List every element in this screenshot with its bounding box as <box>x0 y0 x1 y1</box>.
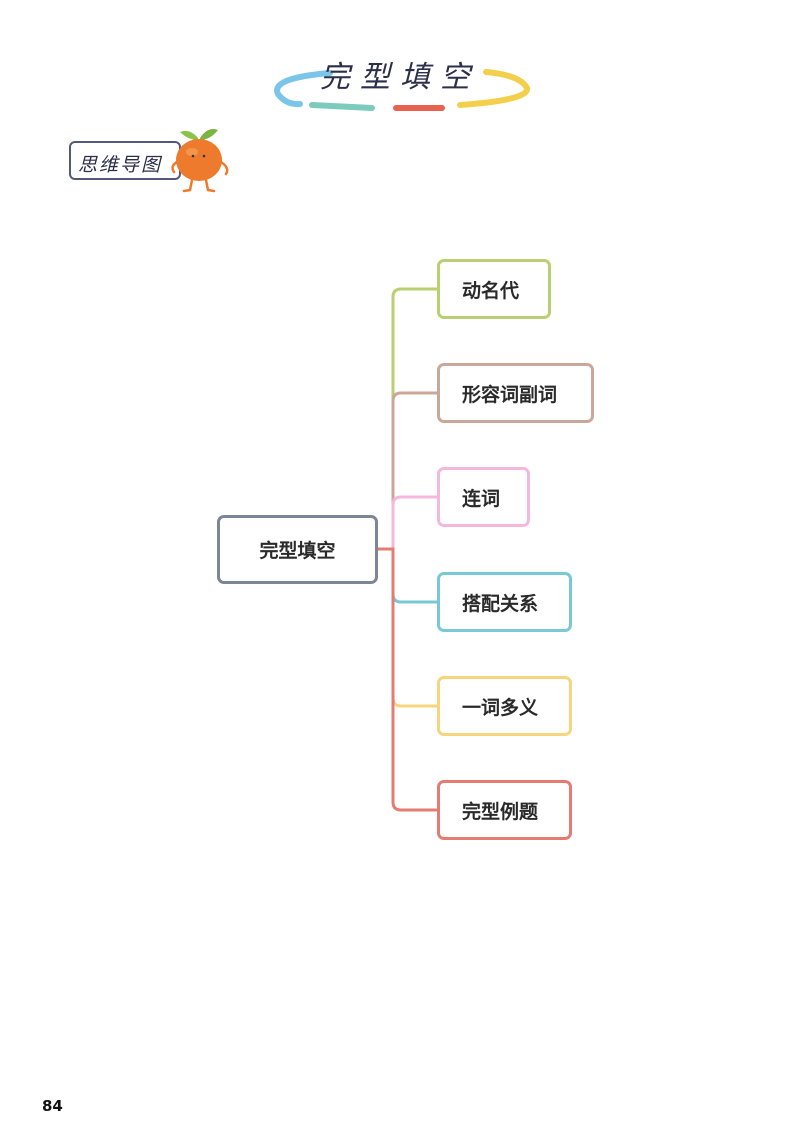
header-arc-yellow <box>457 69 530 108</box>
connector-line <box>378 495 437 551</box>
branch-node-collocation: 搭配关系 <box>437 572 572 632</box>
branch-node-label: 搭配关系 <box>462 592 539 615</box>
mind-map-tag: 思维导图 <box>69 141 181 180</box>
tag-label: 思维导图 <box>78 154 163 176</box>
header-decoration <box>274 69 530 111</box>
connector-line <box>378 287 437 551</box>
header-arc-blue <box>274 70 333 108</box>
orange-mascot-icon <box>171 129 229 193</box>
connector-line <box>378 391 437 551</box>
branch-node-label: 一词多义 <box>462 696 539 719</box>
branch-node-adjective-adverb: 形容词副词 <box>437 363 594 423</box>
page-number: 84 <box>42 1097 63 1115</box>
branch-node-label: 动名代 <box>462 279 520 302</box>
branch-node-label: 连词 <box>462 487 501 510</box>
connector-line <box>378 547 437 708</box>
connector-line <box>378 547 437 812</box>
branch-node-cloze-examples: 完型例题 <box>437 780 572 840</box>
branch-node-polysemy: 一词多义 <box>437 676 572 736</box>
header-arc-teal <box>309 102 375 111</box>
page-title: 完型填空 <box>320 60 480 95</box>
branch-node-conjunction: 连词 <box>437 467 530 527</box>
central-node-label: 完型填空 <box>259 540 336 562</box>
branch-node-label: 形容词副词 <box>462 383 558 406</box>
central-node: 完型填空 <box>217 515 378 584</box>
branch-node-verb-noun-pronoun: 动名代 <box>437 259 551 319</box>
branch-node-label: 完型例题 <box>462 800 539 823</box>
connector-line <box>378 547 437 604</box>
